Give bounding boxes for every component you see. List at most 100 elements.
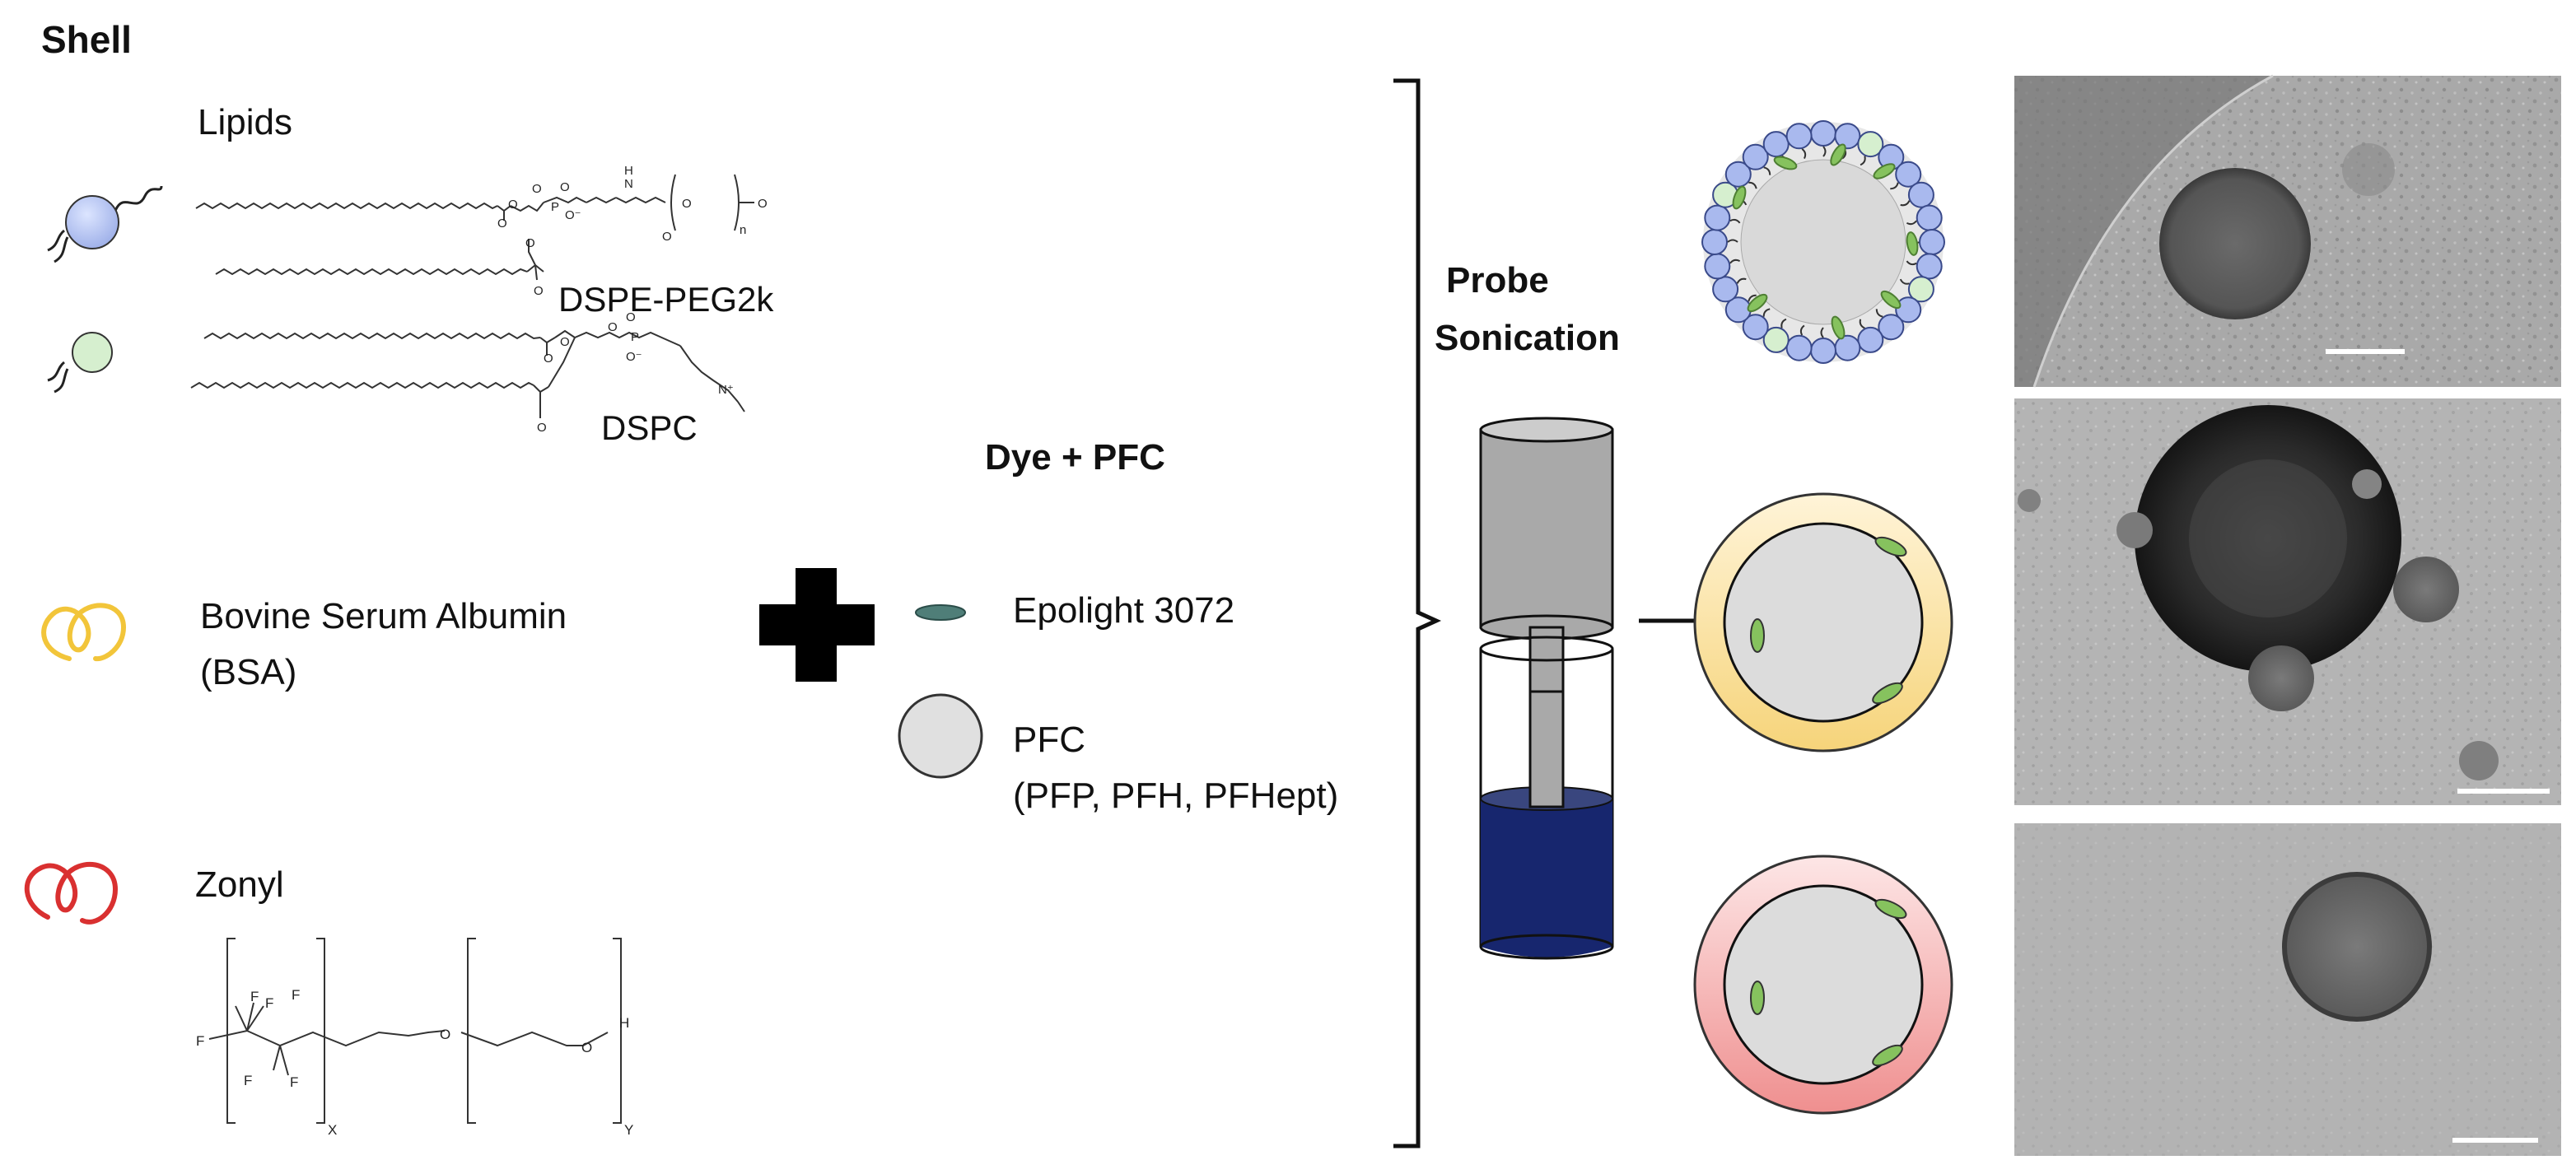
lipid-tail	[1799, 324, 1805, 336]
zonyl-icon	[24, 862, 119, 925]
lipids-label: Lipids	[198, 102, 292, 142]
shell-heading: Shell	[41, 18, 132, 61]
lipid-head	[1810, 120, 1836, 147]
plus-icon	[759, 568, 875, 682]
lipid-peg-icon	[47, 185, 163, 263]
lipid-tail	[1801, 148, 1807, 160]
svg-text:O: O	[544, 352, 553, 366]
lipid-tail	[1780, 318, 1787, 328]
lipid-head	[1919, 229, 1945, 255]
svg-text:F: F	[292, 987, 300, 1003]
lipid-head	[1857, 326, 1884, 353]
zonyl-atoms: F F F F F F O O H X Y	[196, 987, 633, 1138]
lipid-head	[1742, 314, 1769, 341]
lipid-head	[1878, 314, 1905, 341]
svg-text:O: O	[532, 182, 542, 196]
lipid-tail	[1859, 319, 1865, 329]
svg-text:P: P	[631, 330, 639, 344]
bsa-label: Bovine Serum Albumin	[200, 596, 567, 636]
svg-text:Y: Y	[624, 1122, 633, 1138]
lipid-head	[1895, 296, 1922, 324]
lipid-shell-heads	[1701, 120, 1945, 364]
svg-text:O: O	[608, 320, 618, 334]
svg-text:F: F	[265, 995, 273, 1011]
lipid-tail	[1900, 200, 1911, 207]
svg-text:O⁻: O⁻	[565, 208, 581, 222]
lipid-tail	[1729, 259, 1741, 264]
lipid-head	[1916, 253, 1943, 280]
svg-text:O: O	[560, 180, 570, 194]
svg-text:O: O	[682, 197, 692, 211]
lipid-head	[1834, 123, 1861, 150]
svg-text:O: O	[534, 284, 544, 298]
lipid-tail	[1763, 166, 1771, 175]
svg-text:O: O	[662, 230, 672, 244]
lipid-tail	[1727, 239, 1738, 243]
svg-text:O: O	[525, 236, 535, 250]
zonyl-structure	[208, 938, 622, 1124]
lipid-tail	[1875, 309, 1883, 318]
lipid-head	[1785, 123, 1813, 150]
lipid-head	[1712, 276, 1739, 303]
input-bracket	[1393, 78, 1442, 1148]
lipid-tail	[1822, 146, 1827, 157]
svg-text:H: H	[619, 1015, 629, 1031]
dye-label: Epolight 3072	[1013, 590, 1235, 631]
lipid-head	[1701, 229, 1728, 255]
lipid-dspc-icon	[47, 332, 113, 394]
svg-text:F: F	[196, 1033, 204, 1049]
lipid-head	[1916, 204, 1943, 231]
lipid-tail	[1729, 218, 1741, 224]
svg-text:O: O	[508, 198, 518, 212]
dspe-peg2k-label: DSPE-PEG2k	[558, 280, 774, 319]
lipid-tail	[1748, 181, 1757, 189]
svg-text:O: O	[758, 197, 768, 211]
dye-pfc-heading: Dye + PFC	[985, 437, 1165, 478]
tem-micrograph-lipid	[2014, 74, 2561, 388]
lipid-shell-tails	[1727, 146, 1920, 338]
process-heading-line1: Probe	[1446, 260, 1549, 300]
lipid-head	[1762, 131, 1790, 158]
svg-text:H: H	[624, 164, 633, 178]
lipid-head	[1810, 338, 1836, 364]
lipid-head	[1834, 334, 1861, 361]
dspc-atoms: O O O O P O⁻ O N⁺	[537, 310, 734, 435]
lipid-tail	[1906, 220, 1917, 226]
zonyl-microbubble-diagram	[1693, 855, 1953, 1115]
probe-sonicator-icon	[1479, 417, 1614, 960]
bsa-abbrev: (BSA)	[200, 652, 297, 692]
dspe-peg2k-atoms: O O O O P O⁻ N H O O n O O O	[497, 164, 768, 298]
lipid-tail	[1736, 277, 1747, 284]
svg-text:O: O	[440, 1027, 450, 1042]
svg-text:O⁻: O⁻	[626, 350, 642, 364]
lipid-head	[1895, 161, 1922, 188]
dspc-structure	[190, 329, 745, 418]
lipid-tail	[1748, 294, 1757, 302]
dspc-label: DSPC	[601, 408, 698, 447]
svg-text:F: F	[250, 989, 259, 1004]
bsa-icon	[41, 603, 127, 662]
pfc-label: PFC	[1013, 720, 1085, 760]
dspe-peg2k-structure	[195, 174, 754, 281]
tem-micrograph-bsa	[2014, 398, 2561, 805]
svg-text:O: O	[581, 1040, 592, 1055]
lipid-tail	[1762, 308, 1771, 317]
svg-text:X: X	[328, 1122, 337, 1138]
tem-micrograph-zonyl	[2014, 823, 2561, 1156]
svg-text:F: F	[244, 1073, 252, 1088]
svg-text:O: O	[626, 310, 636, 324]
svg-text:O: O	[560, 335, 570, 349]
svg-text:F: F	[290, 1074, 298, 1090]
svg-text:O: O	[497, 217, 507, 231]
lipid-head	[1724, 161, 1752, 188]
zonyl-label: Zonyl	[195, 864, 284, 905]
lipid-shell-dye-molecules	[1732, 143, 1919, 340]
bsa-microbubble-diagram	[1693, 492, 1953, 752]
process-heading-line2: Sonication	[1435, 318, 1620, 358]
lipid-tail	[1890, 182, 1899, 190]
svg-text:N⁺: N⁺	[718, 383, 734, 397]
dye-icon	[915, 604, 966, 621]
svg-text:P: P	[551, 200, 559, 214]
